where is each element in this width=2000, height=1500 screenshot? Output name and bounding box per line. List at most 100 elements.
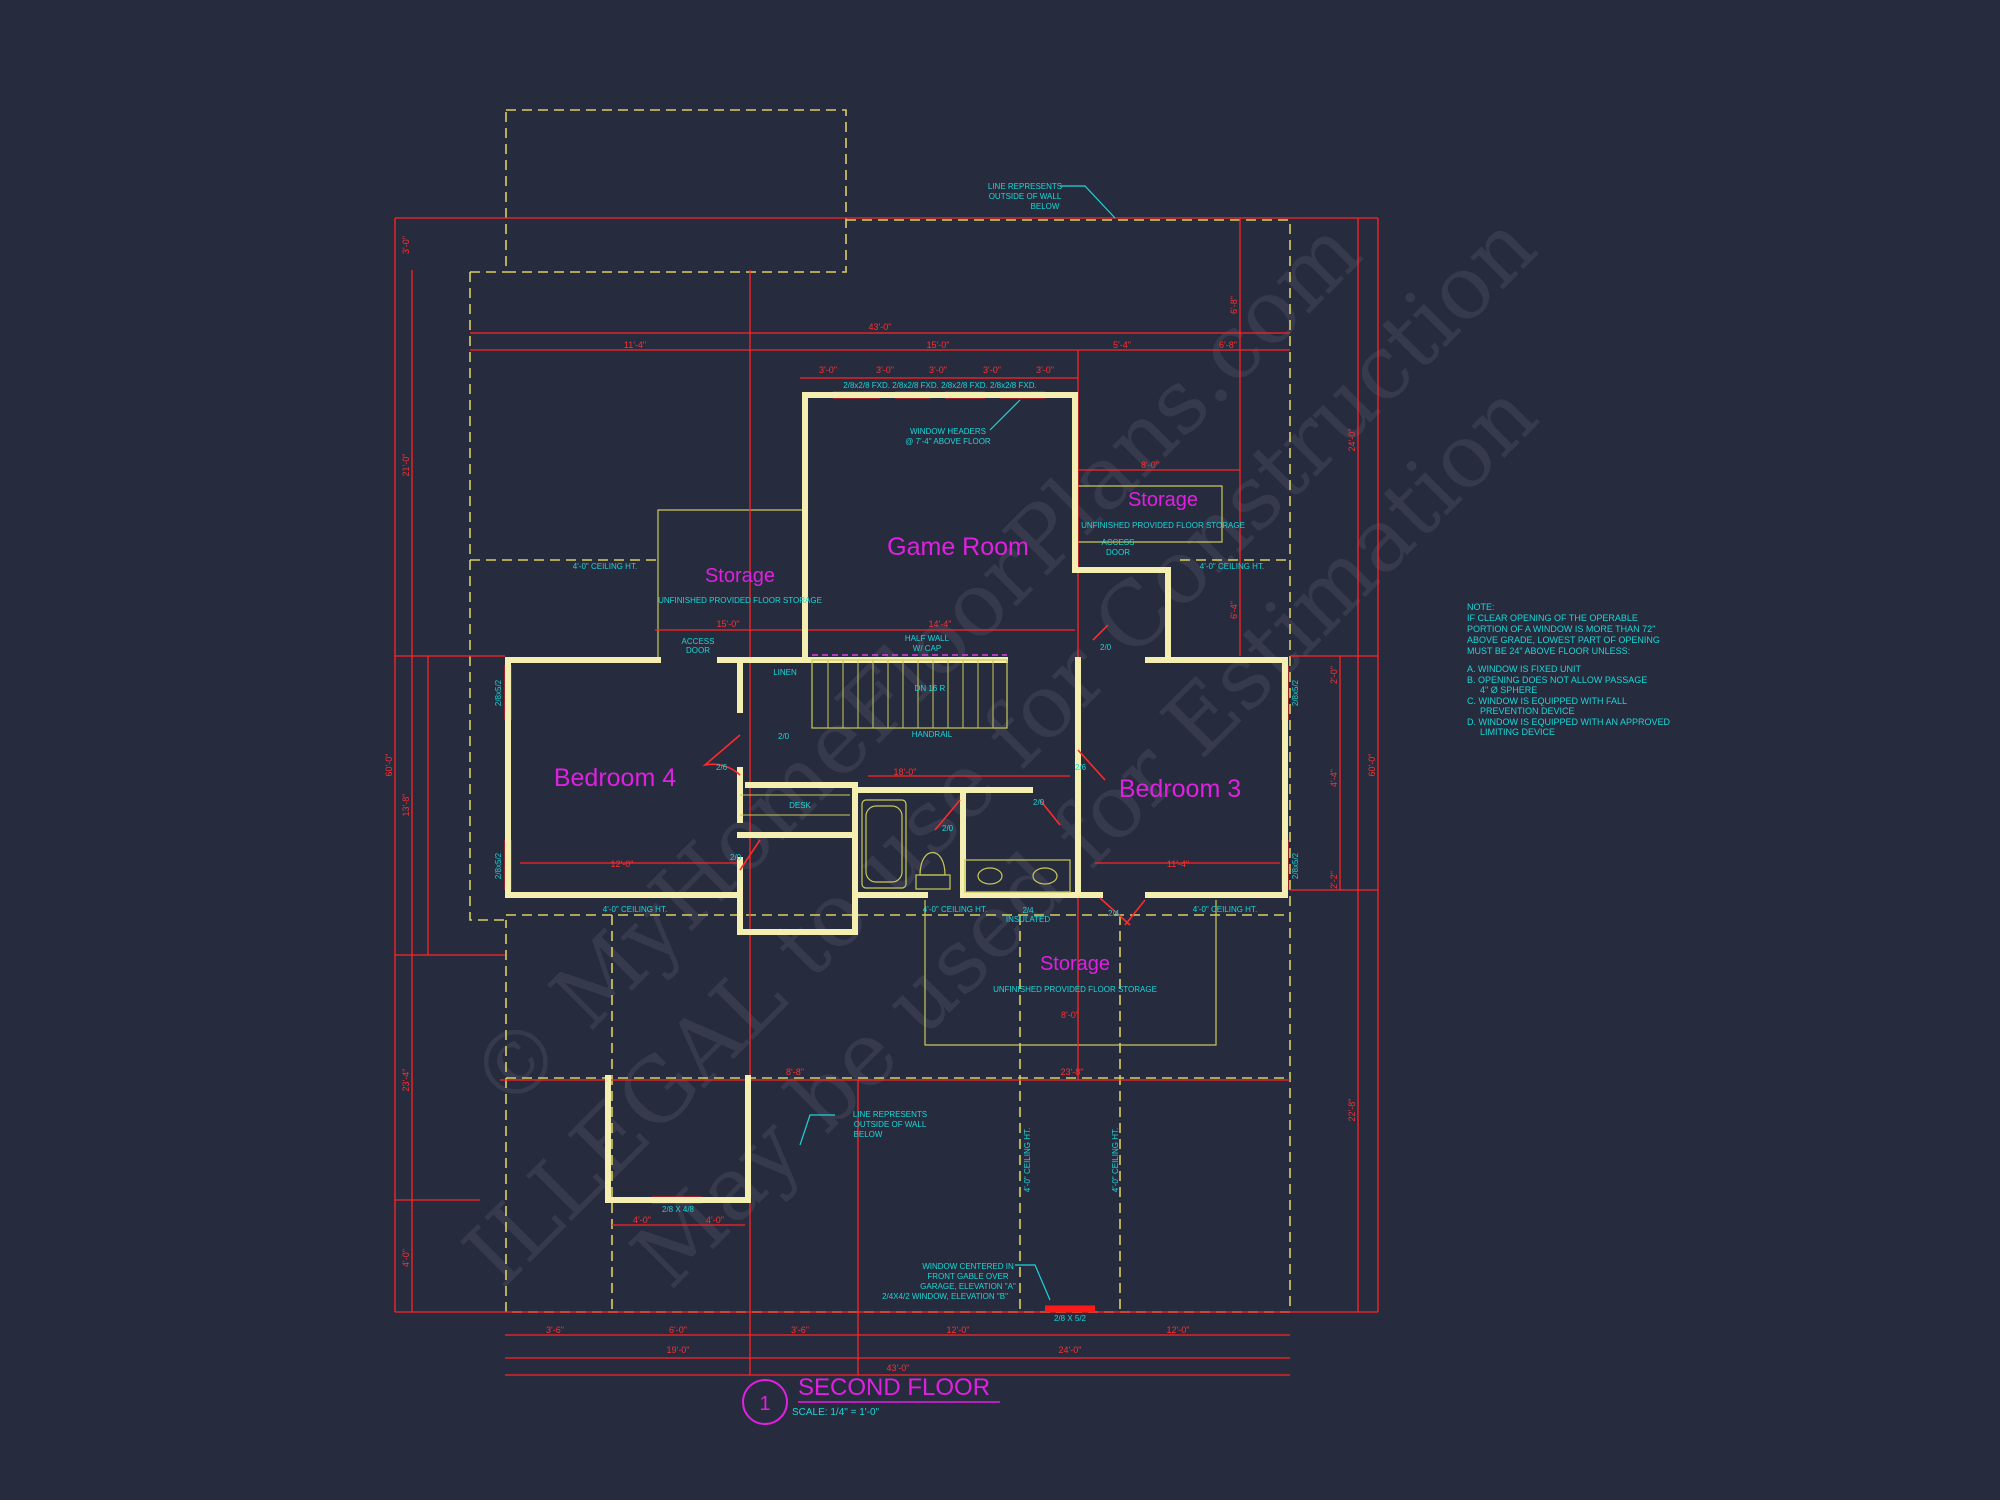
dim-porch-a: 4'-0"	[633, 1215, 651, 1225]
handrail-label: HANDRAIL	[912, 730, 953, 739]
dim-win-3: 3'-0"	[929, 365, 947, 375]
dim-win-5: 3'-0"	[1036, 365, 1054, 375]
dim-bed3-w: 11'-4"	[1167, 859, 1189, 869]
line-represents-mid-2: OUTSIDE OF WALL	[854, 1120, 927, 1129]
insulated-door-label: 2/4	[1022, 906, 1034, 915]
access-label-right: ACCESS	[1102, 538, 1135, 547]
desk-label: DESK	[789, 801, 811, 810]
note-b1: B. OPENING DOES NOT ALLOW PASSAGE	[1467, 675, 1647, 685]
dim-right-c: 6'-8"	[1229, 296, 1239, 314]
ceiling-label-7: 4'-0" CEILING HT.	[1111, 1128, 1120, 1192]
linen-label: LINEN	[773, 668, 797, 677]
ceiling-label-5: 4'-0" CEILING HT.	[1193, 905, 1257, 914]
storage-note-left: UNFINISHED PROVIDED FLOOR STORAGE	[658, 596, 822, 605]
dim-right-d: 6'-4"	[1229, 601, 1239, 619]
dim-top-r1: 5'-4"	[1113, 340, 1131, 350]
window-headers-label-1: WINDOW HEADERS	[910, 427, 986, 436]
dim-top-r2: 6'-8"	[1219, 340, 1237, 350]
gable-note-3: GARAGE, ELEVATION "A"	[920, 1282, 1016, 1291]
label-bedroom-4: Bedroom 4	[554, 764, 676, 792]
half-wall-cap-label: W/ CAP	[913, 644, 941, 653]
window-side-label-1: 2/8x5/2	[494, 679, 503, 706]
ceiling-label-4: 4'-0" CEILING HT.	[923, 905, 987, 914]
dim-right-a: 24'-0"	[1347, 429, 1357, 452]
leader-lines	[799, 185, 1116, 1301]
line-represents-top-2: OUTSIDE OF WALL	[989, 192, 1062, 201]
doors	[702, 624, 1146, 926]
window-top-label: 2/8x2/8 FXD. 2/8x2/8 FXD. 2/8x2/8 FXD. 2…	[843, 381, 1036, 390]
note-line-1: IF CLEAR OPENING OF THE OPERABLE	[1467, 613, 1638, 623]
dim-left-b: 21'-0"	[401, 454, 411, 477]
line-represents-top-1: LINE REPRESENTS	[988, 182, 1062, 191]
stair-dn-label: DN 16 R	[915, 684, 946, 693]
dim-left-d: 23'-4"	[401, 1069, 411, 1092]
dim-stair-w: 14'-4"	[929, 619, 952, 629]
door-label-3: 2/0	[730, 853, 742, 862]
access-door-label-right: DOOR	[1106, 548, 1130, 557]
dimension-labels: 43'-0" 11'-4" 15'-0" 5'-4" 6'-8" 3'-0" 3…	[384, 236, 1377, 1373]
door-label-8: 2/4	[1108, 909, 1120, 918]
note-line-4: MUST BE 24" ABOVE FLOOR UNLESS:	[1467, 646, 1630, 656]
dim-bot-c: 3'-6"	[791, 1325, 809, 1335]
ceiling-label-3: 4'-0" CEILING HT.	[603, 905, 667, 914]
window-headers-label-2: @ 7'-4" ABOVE FLOOR	[905, 437, 991, 446]
ceiling-label-1: 4'-0" CEILING HT.	[573, 562, 637, 571]
access-door-label-left: DOOR	[686, 646, 710, 655]
line-represents-mid-1: LINE REPRESENTS	[853, 1110, 927, 1119]
half-wall-label: HALF WALL	[905, 634, 950, 643]
window-note: NOTE: IF CLEAR OPENING OF THE OPERABLE P…	[1467, 602, 1671, 737]
label-storage-left: Storage	[705, 565, 775, 587]
dim-left-e: 4'-0"	[401, 1249, 411, 1267]
watermark: © MyHomeFloorPlans.com ILLEGAL to use fo…	[444, 194, 1557, 1307]
dim-bot-overall: 43'-0"	[887, 1363, 910, 1373]
note-line-3: ABOVE GRADE, LOWEST PART OF OPENING	[1467, 635, 1660, 645]
dim-stor-b: 8'-0"	[1061, 1010, 1079, 1020]
door-label-4: 2/0	[942, 824, 954, 833]
dim-bot-right: 24'-0"	[1059, 1345, 1082, 1355]
dim-win-4: 3'-0"	[983, 365, 1001, 375]
annotations: UNFINISHED PROVIDED FLOOR STORAGE UNFINI…	[494, 182, 1300, 1323]
window-side-label-4: 2/8x5/2	[1291, 852, 1300, 879]
dim-right-e: 2'-0"	[1329, 666, 1339, 684]
ceiling-label-6: 4'-0" CEILING HT.	[1023, 1128, 1032, 1192]
line-represents-mid-3: BELOW	[854, 1130, 883, 1139]
gable-note-2: FRONT GABLE OVER	[927, 1272, 1008, 1281]
storage-outlines	[657, 485, 1223, 1046]
dim-stor-r: 8'-0"	[1141, 460, 1159, 470]
label-bedroom-3: Bedroom 3	[1119, 775, 1241, 803]
note-a: A. WINDOW IS FIXED UNIT	[1467, 664, 1582, 674]
dim-hall-w: 18'-0"	[894, 767, 917, 777]
dim-right-g: 2'-2"	[1329, 871, 1339, 889]
note-d1: D. WINDOW IS EQUIPPED WITH AN APPROVED	[1467, 717, 1671, 727]
storage-note-right: UNFINISHED PROVIDED FLOOR STORAGE	[1081, 521, 1245, 530]
label-game-room: Game Room	[887, 533, 1029, 561]
dim-left-c: 13'-8"	[401, 794, 411, 817]
dim-top-mid: 15'-0"	[927, 340, 950, 350]
note-heading: NOTE:	[1467, 602, 1495, 612]
dimension-lines	[394, 217, 1379, 1376]
dim-left-a: 3'-0"	[401, 236, 411, 254]
window-side-label-3: 2/8x5/2	[1291, 679, 1300, 706]
label-storage-right: Storage	[1128, 489, 1198, 511]
storage-note-bottom: UNFINISHED PROVIDED FLOOR STORAGE	[993, 985, 1157, 994]
dim-left-overall: 60'-0"	[384, 754, 394, 777]
line-represents-top-3: BELOW	[1031, 202, 1060, 211]
door-label-7: 2/0	[1100, 643, 1112, 652]
title-number: 1	[759, 1393, 770, 1415]
dim-mid-b: 23'-8"	[1061, 1067, 1084, 1077]
title-block: 1 SECOND FLOOR SCALE: 1/4" = 1'-0"	[742, 1374, 1000, 1425]
door-label-2: 2/6	[716, 763, 728, 772]
dim-win-1: 3'-0"	[819, 365, 837, 375]
room-labels: Game Room Bedroom 4 Bedroom 3 Storage St…	[554, 489, 1241, 975]
note-c1: C. WINDOW IS EQUIPPED WITH FALL	[1467, 696, 1627, 706]
dim-bot-e: 12'-0"	[1167, 1325, 1190, 1335]
dim-porch-b: 4'-0"	[706, 1215, 724, 1225]
window-bottom-label-2: 2/8 X 5/2	[1054, 1314, 1087, 1323]
dim-bot-a: 3'-6"	[546, 1325, 564, 1335]
dim-bed4-w: 12'-0"	[611, 859, 634, 869]
dim-stor-l: 15'-0"	[717, 619, 740, 629]
dim-top-overall: 43'-0"	[869, 322, 892, 332]
dim-bot-d: 12'-0"	[947, 1325, 970, 1335]
dim-right-b: 22'-8"	[1347, 1099, 1357, 1122]
